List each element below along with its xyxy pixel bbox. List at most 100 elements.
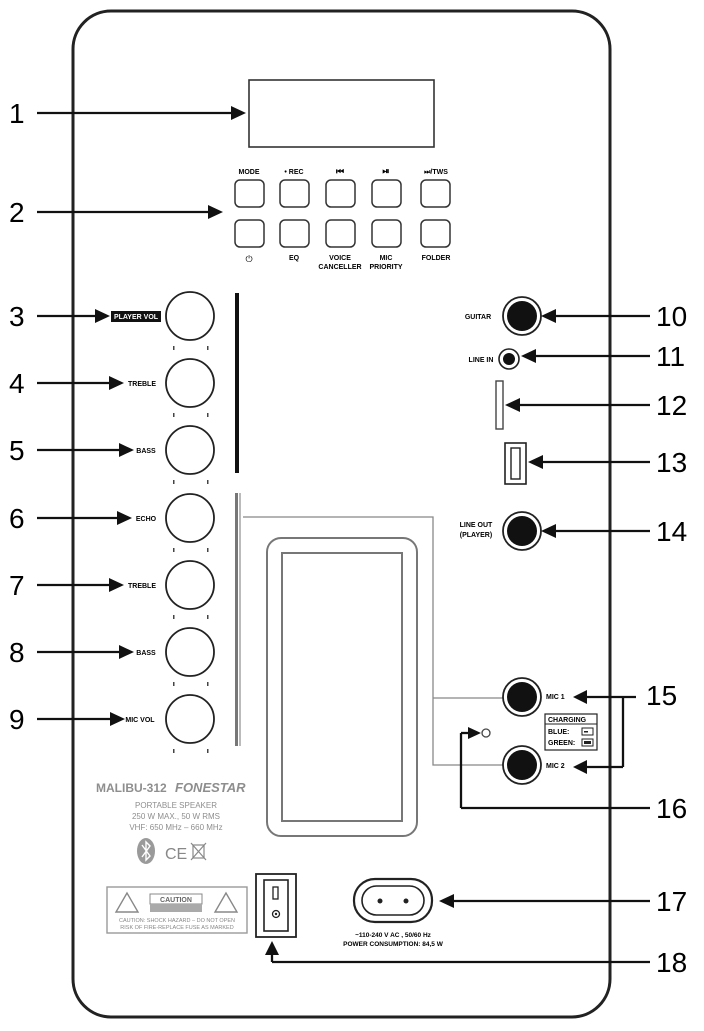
mic2-jack[interactable] [507, 750, 537, 780]
caution-line-1: CAUTION: SHOCK HAZARD – DO NOT OPEN [119, 918, 235, 924]
knob-label-echo: ECHO [136, 516, 157, 523]
rec-button[interactable] [279, 179, 310, 208]
ac-pin-right [403, 898, 409, 904]
callout-16: 16 [656, 793, 687, 824]
line-out-label: LINE OUT [460, 522, 493, 529]
mic-section-divider [235, 493, 238, 746]
button-label-previous: ⏮ [336, 166, 344, 176]
callout-6: 6 [9, 503, 25, 534]
caution-subtitle-box [150, 904, 202, 912]
mic1-jack[interactable] [507, 682, 537, 712]
usb-port[interactable] [510, 447, 521, 480]
spec-line-3: VHF: 650 MHz – 660 MHz [129, 823, 222, 832]
lcd-display [248, 79, 435, 148]
next-tws-button[interactable] [420, 179, 451, 208]
power-spec-line-2: POWER CONSUMPTION: 84,5 W [343, 941, 444, 948]
control-buttons: MODE • REC ⏮ ⏯ ⏭/TWS ⏻ EQ VOICE CANCELLE… [234, 166, 451, 271]
brand-name: FONESTAR [175, 780, 246, 795]
player-treble-knob[interactable] [165, 358, 215, 408]
caution-title: CAUTION [160, 897, 192, 904]
player-bass-knob[interactable] [165, 425, 215, 475]
spec-line-2: 250 W MAX., 50 W RMS [132, 812, 220, 821]
ce-mark: CE [165, 846, 187, 863]
voice-canceller-button[interactable] [325, 219, 356, 248]
mic-treble-knob[interactable] [165, 560, 215, 610]
mic-bass-knob[interactable] [165, 627, 215, 677]
knob-tick-marks [173, 346, 209, 753]
power-switch[interactable] [263, 879, 289, 932]
line-in-jack[interactable] [503, 353, 515, 365]
power-spec-line-1: ~110-240 V AC , 50/60 Hz [355, 932, 432, 939]
callout-numbers: 1 2 3 4 5 6 7 8 9 10 11 12 13 14 15 16 1… [9, 98, 687, 978]
mic-panel-outline [243, 516, 505, 766]
knob-column: PLAYER VOL TREBLE BASS ECHO TREBLE BASS … [111, 291, 215, 753]
line-out-jack[interactable] [507, 516, 537, 546]
button-label-eq: EQ [289, 255, 300, 262]
player-section-divider [235, 293, 239, 473]
speaker-inner-frame [281, 552, 403, 822]
connector-column: GUITAR LINE IN LINE OUT (PLAYER) MIC 1 M… [460, 296, 598, 785]
callout-14: 14 [656, 516, 687, 547]
model-name: MALIBU-312 [96, 781, 167, 795]
mic2-label: MIC 2 [546, 763, 565, 770]
folder-button[interactable] [420, 219, 451, 248]
knob-label-bass-2: BASS [136, 650, 156, 657]
bluetooth-icon-glyph [141, 840, 151, 862]
mic1-label: MIC 1 [546, 694, 565, 701]
button-label-priority: PRIORITY [369, 264, 402, 271]
previous-button[interactable] [325, 179, 356, 208]
button-label-rec: • REC [284, 169, 303, 176]
play-pause-button[interactable] [371, 179, 402, 208]
button-label-mic: MIC [380, 255, 393, 262]
button-label-play-pause: ⏯ [382, 166, 389, 176]
mode-button[interactable] [234, 179, 265, 208]
callout-11: 11 [656, 341, 685, 372]
mic-section-divider-light [239, 493, 241, 746]
eq-button[interactable] [279, 219, 310, 248]
ac-inlet[interactable] [361, 885, 425, 916]
mic-vol-knob[interactable] [165, 694, 215, 744]
knob-label-treble-2: TREBLE [128, 583, 156, 590]
button-label-mode: MODE [239, 169, 260, 176]
mic-priority-button[interactable] [371, 219, 402, 248]
charging-led [481, 728, 491, 738]
branding: MALIBU-312 FONESTAR PORTABLE SPEAKER 250… [96, 780, 246, 864]
battery-half-icon-fill [584, 731, 588, 733]
battery-full-icon-fill [584, 741, 591, 744]
callout-3: 3 [9, 301, 25, 332]
callout-17: 17 [656, 886, 687, 917]
guitar-jack[interactable] [507, 301, 537, 331]
callout-18: 18 [656, 947, 687, 978]
charging-blue-label: BLUE: [548, 729, 569, 736]
power-button[interactable] [234, 219, 265, 248]
knob-label-player-vol: PLAYER VOL [114, 314, 159, 321]
guitar-label: GUITAR [465, 314, 491, 321]
callout-8: 8 [9, 637, 25, 668]
ac-pin-left [377, 898, 383, 904]
knob-label-treble-1: TREBLE [128, 381, 156, 388]
spec-line-1: PORTABLE SPEAKER [135, 801, 217, 810]
warning-triangle-left [114, 891, 140, 913]
button-label-voice: VOICE [329, 255, 351, 262]
knob-label-mic-vol: MIC VOL [125, 717, 155, 724]
callout-12: 12 [656, 390, 687, 421]
caution-line-2: RISK OF FIRE-REPLACE FUSE AS MARKED [120, 925, 233, 931]
player-vol-knob[interactable] [165, 291, 215, 341]
weee-cross-2 [190, 842, 207, 861]
callout-15: 15 [646, 680, 677, 711]
switch-on-mark [272, 886, 279, 900]
weee-bin-icon [192, 844, 205, 859]
switch-off-mark-inner [274, 912, 278, 916]
knob-label-bass-1: BASS [136, 448, 156, 455]
button-label-next-tws: ⏭/TWS [424, 169, 448, 176]
button-label-power: ⏻ [245, 254, 252, 264]
callout-7: 7 [9, 570, 25, 601]
charging-title: CHARGING [548, 717, 587, 724]
sd-card-slot[interactable] [495, 380, 504, 430]
callout-4: 4 [9, 368, 25, 399]
echo-knob[interactable] [165, 493, 215, 543]
callout-5: 5 [9, 435, 25, 466]
button-label-folder: FOLDER [422, 255, 451, 262]
